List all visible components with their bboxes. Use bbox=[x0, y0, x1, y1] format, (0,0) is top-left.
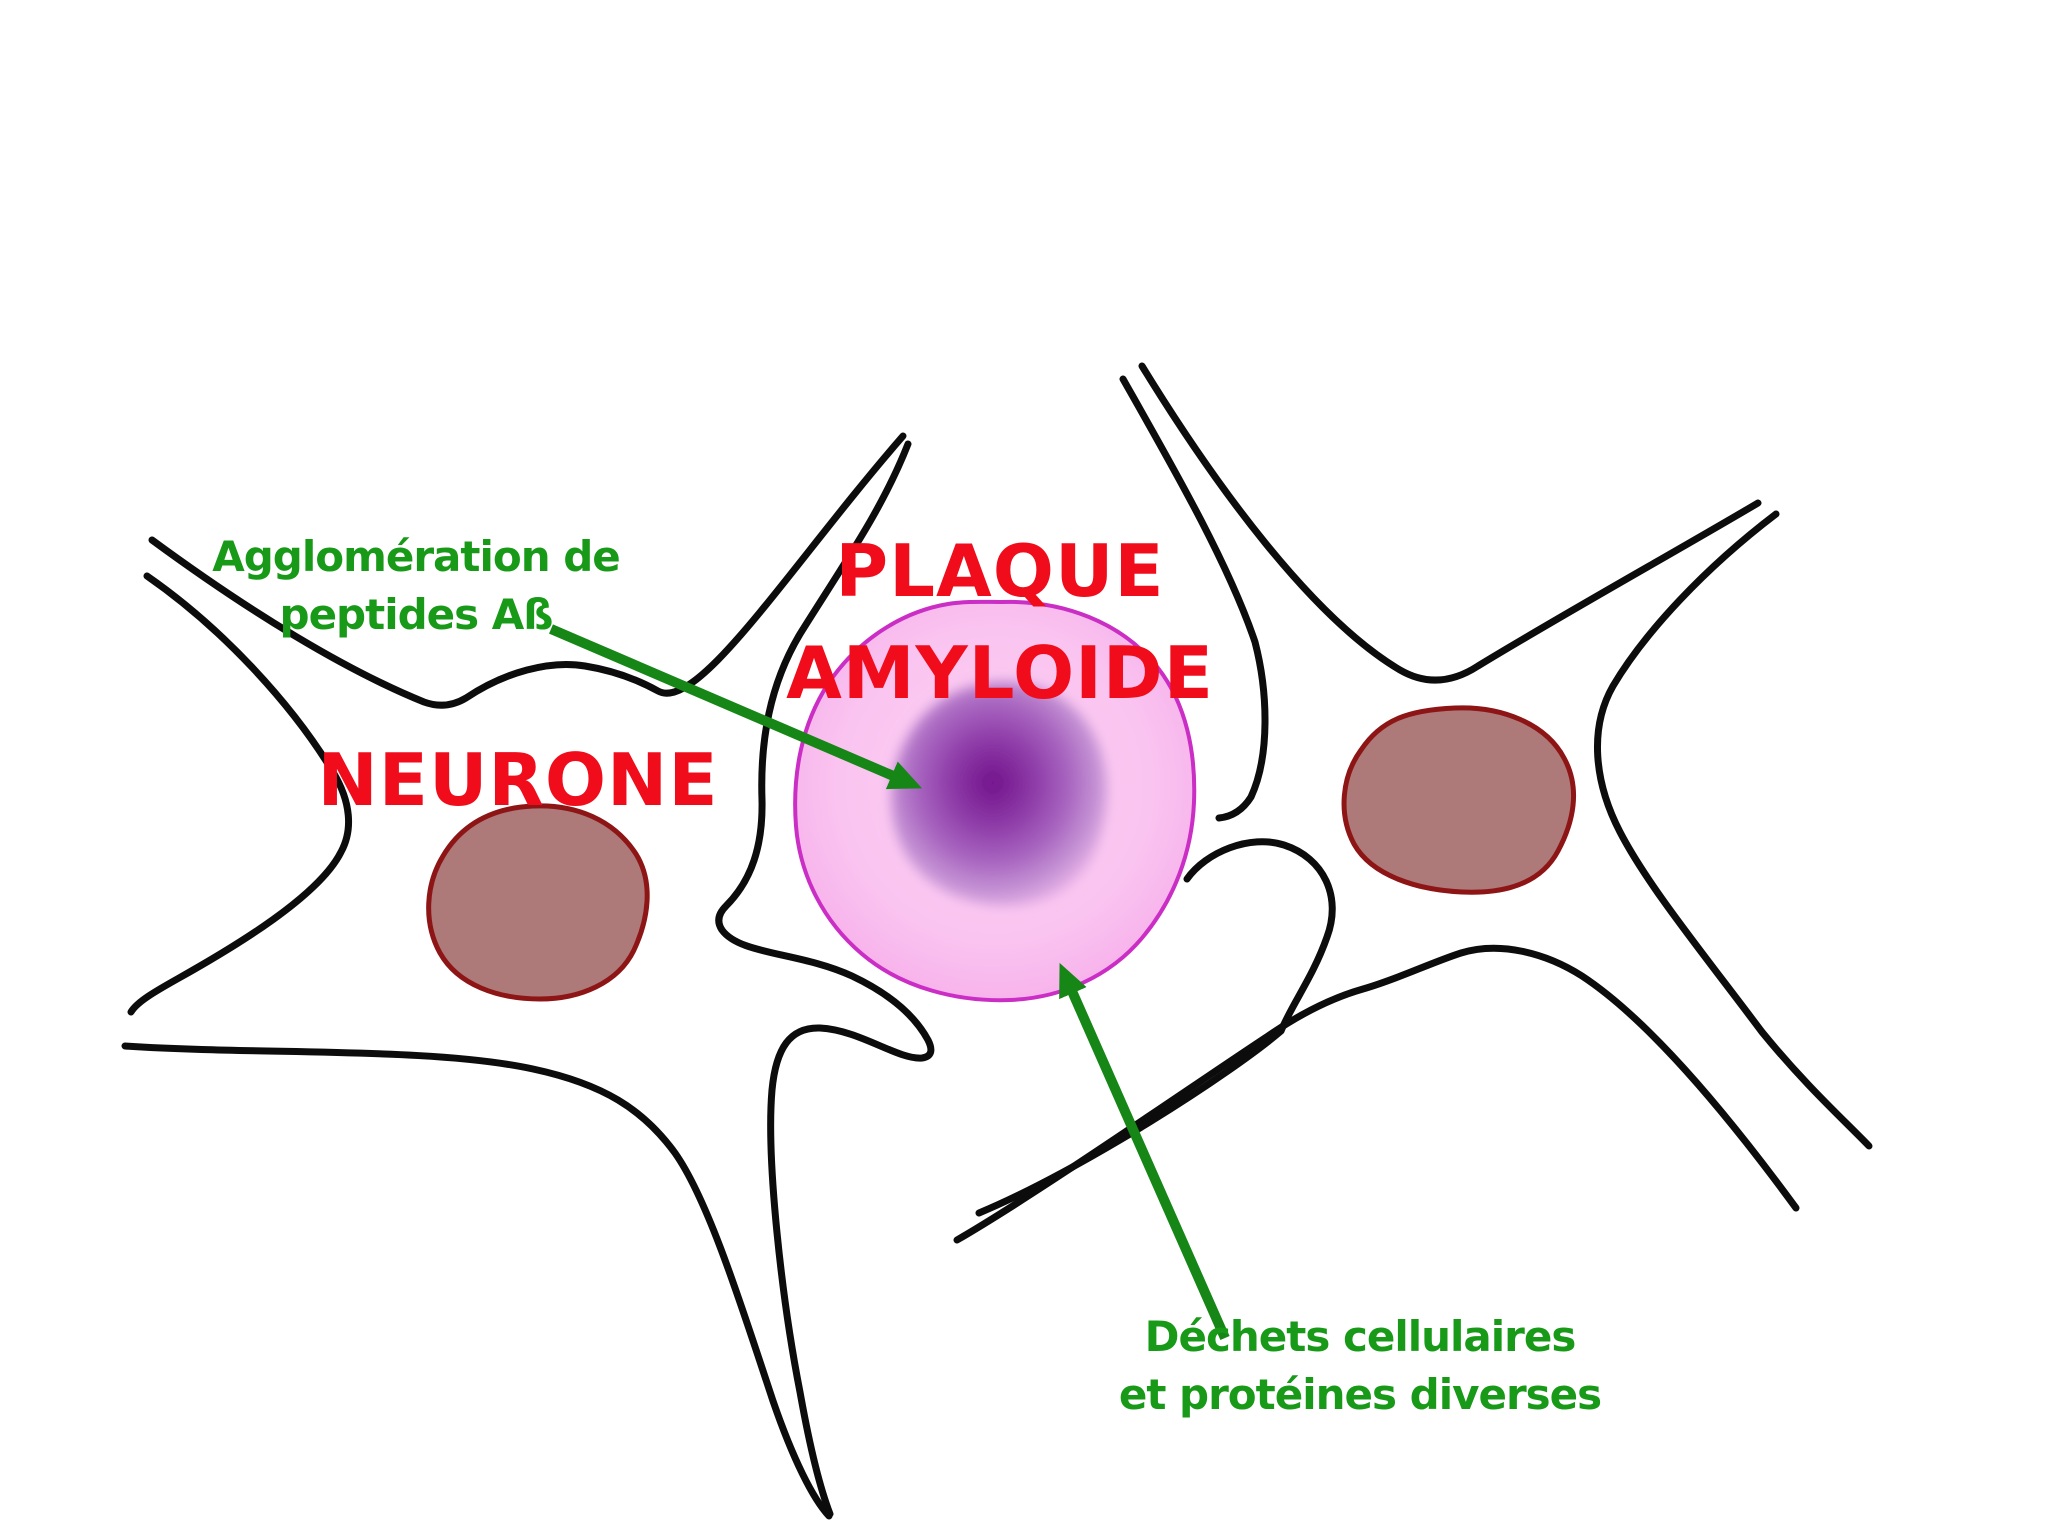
left-neuron-outline bbox=[121, 432, 935, 1520]
label-amyloid-plaque-line2: AMYLOIDE bbox=[786, 631, 1214, 716]
label-neuron: NEURONE bbox=[317, 738, 719, 822]
label-amyloid-plaque-line1: PLAQUE bbox=[835, 529, 1165, 613]
arrow-to-plaque-core bbox=[549, 624, 923, 790]
arrow-to-plaque-edge bbox=[1059, 962, 1230, 1341]
label-cell-debris: Déchets cellulaires et protéines diverse… bbox=[1118, 1308, 1602, 1424]
label-amyloid-aggregation: Agglomération de peptides Aß bbox=[212, 528, 621, 644]
label-cell-debris-line2: et protéines diverses bbox=[1118, 1369, 1602, 1419]
label-amyloid-aggregation-line2: peptides Aß bbox=[279, 589, 554, 639]
label-amyloid-aggregation-line1: Agglomération de bbox=[212, 532, 621, 581]
label-amyloid-plaque: PLAQUE AMYLOIDE bbox=[786, 520, 1214, 724]
right-neuron-outline bbox=[953, 362, 1873, 1244]
label-cell-debris-line1: Déchets cellulaires bbox=[1144, 1312, 1577, 1361]
amyloid-plaque-core bbox=[891, 681, 1108, 907]
right-neuron-nucleus bbox=[1341, 705, 1576, 895]
left-neuron-nucleus bbox=[426, 803, 650, 1002]
